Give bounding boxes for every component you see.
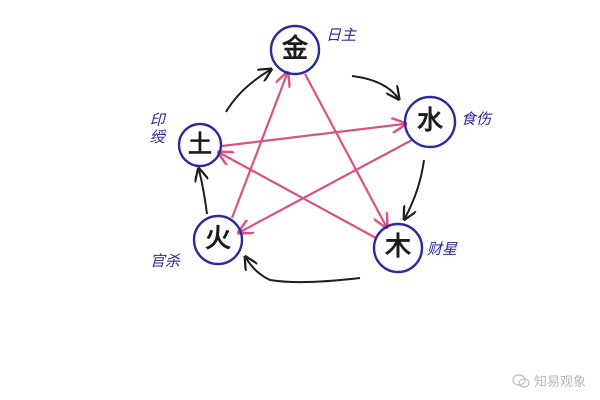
element-fire: 火 [204,224,231,254]
element-earth: 土 [188,129,212,158]
circle-earth [177,122,223,168]
controlling-cycle [220,73,413,239]
arrow-earth-to-metal [225,70,270,113]
role-label-earth: 印绶 [147,112,166,146]
circle-wood [372,222,424,274]
arrow-metal-to-water [351,75,398,98]
role-label-metal: 日主 [326,26,357,44]
wechat-icon [512,373,530,388]
circle-water [403,95,457,149]
element-water: 水 [416,106,443,136]
arrow-water-to-wood [405,159,425,218]
arrow-fire-to-earth [199,170,207,215]
role-label-water: 食伤 [461,110,492,128]
arrow-earth-to-water [221,124,404,148]
element-metal: 金 [281,34,308,64]
arrow-wood-to-fire [246,258,361,284]
arrow-metal-to-wood [304,73,386,226]
circle-metal [269,24,321,76]
arrow-fire-to-metal [230,74,287,219]
arrow-wood-to-earth [220,153,377,239]
circle-fire [192,214,244,266]
element-wood: 木 [384,232,411,262]
watermark-text: 知易观象 [533,375,586,390]
role-label-wood: 财星 [427,240,458,258]
generating-cycle [199,70,425,284]
watermark: 知易观象 [512,371,586,390]
element-circles [177,24,457,274]
role-label-fire: 官杀 [150,252,181,270]
arrow-water-to-fire [240,139,413,232]
